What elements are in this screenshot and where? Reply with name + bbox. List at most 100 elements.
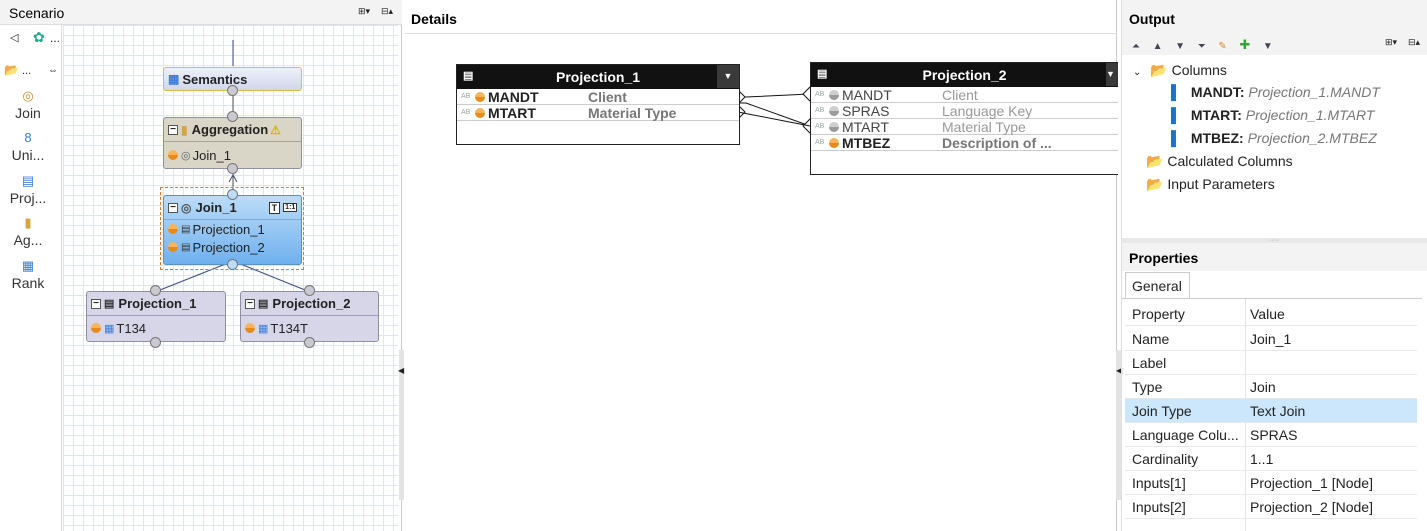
folder-icon: 📂 <box>1150 62 1168 78</box>
semantics-port[interactable] <box>227 85 238 96</box>
property-row[interactable]: Cardinality 1..1 <box>1125 447 1417 471</box>
table-menu-icon[interactable]: ▼ <box>717 65 739 88</box>
aggregation-icon: ▮ <box>181 122 188 137</box>
sash-arrow-icon[interactable]: ◀ <box>398 366 405 375</box>
palette-more[interactable]: ... <box>50 31 61 45</box>
property-value[interactable]: SPRAS <box>1250 427 1298 443</box>
scenario-canvas[interactable] <box>63 25 398 531</box>
property-row[interactable]: Type Join <box>1125 375 1417 399</box>
table-row[interactable]: AB SPRAS Language Key <box>811 103 1118 119</box>
move-up-icon[interactable]: ▲ <box>1152 41 1163 52</box>
table-row[interactable]: AB MANDT Client <box>811 87 1118 103</box>
collapse-node-icon[interactable]: − <box>91 298 101 309</box>
property-row[interactable]: Name Join_1 <box>1125 327 1417 351</box>
join-port-bottom[interactable] <box>227 259 238 270</box>
projection-1-port-top[interactable] <box>150 285 161 296</box>
table-row[interactable]: AB MANDT Client <box>457 89 739 105</box>
property-row[interactable]: Inputs[1] Projection_1 [Node] <box>1125 471 1417 495</box>
property-value[interactable]: Join <box>1250 379 1276 395</box>
expand-arrows-icon[interactable]: ⇔ <box>48 65 58 76</box>
property-value[interactable]: Projection_2 [Node] <box>1250 499 1373 515</box>
table-row[interactable]: AB MTART Material Type <box>457 105 739 121</box>
details-title: Details <box>411 11 457 27</box>
collapse-icon[interactable]: ⊟▴ <box>1408 37 1421 47</box>
property-row[interactable]: Inputs[2] Projection_2 [Node] <box>1125 495 1417 519</box>
scenario-title: Scenario <box>9 5 65 21</box>
maximize-icon[interactable]: ⊞▾ <box>1385 37 1398 47</box>
move-top-icon[interactable]: ⏶ <box>1132 41 1140 52</box>
input-parameters-folder[interactable]: 📂 Input Parameters <box>1146 176 1275 193</box>
output-column[interactable]: ▌ MANDT: Projection_1.MANDT <box>1171 84 1380 100</box>
palette-item-join[interactable]: ◎ Join <box>0 89 56 122</box>
projection-1-node[interactable]: − ▤ Projection_1 ▦ T134 <box>86 291 226 342</box>
join-port-top[interactable] <box>227 189 238 200</box>
column-icon: ▌ <box>1171 84 1181 100</box>
aggregation-port-bottom[interactable] <box>227 163 238 174</box>
palette-item-projection[interactable]: ▤ Proj... <box>0 173 56 207</box>
semantics-icon: ▦ <box>168 72 180 86</box>
projection-1-port-bottom[interactable] <box>150 337 161 348</box>
table-row[interactable]: AB MTART Material Type <box>811 119 1118 135</box>
projection-2-port-top[interactable] <box>304 285 315 296</box>
column-icon: ▌ <box>1171 130 1181 146</box>
output-column-name: MTART <box>1190 107 1238 123</box>
join-node[interactable]: − ◎ Join_1 T 1:1 ▤ Projection_1 ▤ Projec… <box>163 195 302 265</box>
output-column[interactable]: ▌ MTBEZ: Projection_2.MTBEZ <box>1171 130 1377 146</box>
collapse-icon[interactable]: ⊟▴ <box>381 6 394 16</box>
property-value[interactable]: Join_1 <box>1250 331 1292 347</box>
aggregation-port-top[interactable] <box>227 111 238 122</box>
palette-icon[interactable]: ✿ <box>33 29 45 45</box>
table-row[interactable]: AB MTBEZ Description of ... <box>811 135 1118 151</box>
column-icon: ▌ <box>1171 107 1181 123</box>
property-row-selected[interactable]: Join Type Text Join <box>1125 399 1417 423</box>
property-row[interactable]: Language Colu... SPRAS <box>1125 423 1417 447</box>
calculated-columns-folder[interactable]: 📂 Calculated Columns <box>1146 153 1293 170</box>
aggregation-node[interactable]: − ▮ Aggregation ⚠ ◎ Join_1 <box>163 117 302 169</box>
projection-2-port-bottom[interactable] <box>304 337 315 348</box>
edit-icon[interactable]: ✎ <box>1218 41 1227 52</box>
property-row[interactable]: Label <box>1125 351 1417 375</box>
move-down-icon[interactable]: ▼ <box>1175 41 1186 52</box>
back-icon[interactable]: ◁ <box>10 32 19 44</box>
property-value[interactable]: 1..1 <box>1250 451 1274 467</box>
output-column-source: Projection_1.MANDT <box>1248 84 1380 100</box>
sash-horizontal[interactable]: ···· <box>1121 237 1427 244</box>
join-icon: ◎ <box>181 149 191 162</box>
columns-folder[interactable]: ⌄ 📂 Columns <box>1133 62 1227 79</box>
collapse-node-icon[interactable]: − <box>168 202 178 213</box>
move-bottom-icon[interactable]: ⏷ <box>1197 41 1206 52</box>
output-column[interactable]: ▌ MTART: Projection_1.MTART <box>1171 107 1375 123</box>
add-icon[interactable]: ✚ <box>1239 37 1251 52</box>
table-title: Projection_2 <box>922 67 1007 83</box>
palette-item-rank[interactable]: ▦ Rank <box>0 259 56 292</box>
folder-icon[interactable]: 📂 <box>4 63 19 77</box>
column-name: MANDT <box>488 88 539 105</box>
dropdown-icon[interactable]: ▼ <box>1262 41 1273 52</box>
maximize-icon[interactable]: ⊞▾ <box>358 6 371 16</box>
projection-2-node[interactable]: − ▤ Projection_2 ▦ T134T <box>240 291 379 342</box>
details-panel: Details ▤ Projection_1 ▼ AB MANDT Client… <box>405 0 1118 531</box>
projection-icon: ▤ <box>181 241 191 253</box>
palette-item-union[interactable]: 8 Uni... <box>0 131 56 164</box>
property-value[interactable]: Text Join <box>1250 403 1306 419</box>
sash-arrow-icon[interactable]: ◀ <box>1116 366 1123 375</box>
property-value[interactable]: Projection_1 [Node] <box>1250 475 1373 491</box>
table-icon: ▤ <box>463 70 474 82</box>
folder-icon: 📂 <box>1146 176 1164 192</box>
palette-item-aggregation[interactable]: ▮ Ag... <box>0 216 56 249</box>
property-name: Label <box>1132 355 1167 371</box>
collapse-node-icon[interactable]: − <box>168 124 178 135</box>
collapse-node-icon[interactable]: − <box>245 298 255 309</box>
projection-icon: ▤ <box>258 298 269 310</box>
projection-icon: ▤ <box>21 173 35 188</box>
key-icon <box>475 107 485 118</box>
projection-icon: ▤ <box>181 223 191 235</box>
table-menu-icon[interactable]: ▼ <box>1106 63 1118 86</box>
tab-general[interactable]: General <box>1125 272 1190 299</box>
sash-left[interactable] <box>399 350 404 500</box>
palette-item-label: Join <box>15 105 41 121</box>
cardinality-icon: 1:1 <box>283 203 298 212</box>
projection-2-table[interactable]: ▤ Projection_2 ▼ AB MANDT Client AB SPRA… <box>810 62 1118 175</box>
projection-1-table[interactable]: ▤ Projection_1 ▼ AB MANDT Client AB MTAR… <box>456 64 740 145</box>
sash-right[interactable] <box>1116 350 1121 500</box>
